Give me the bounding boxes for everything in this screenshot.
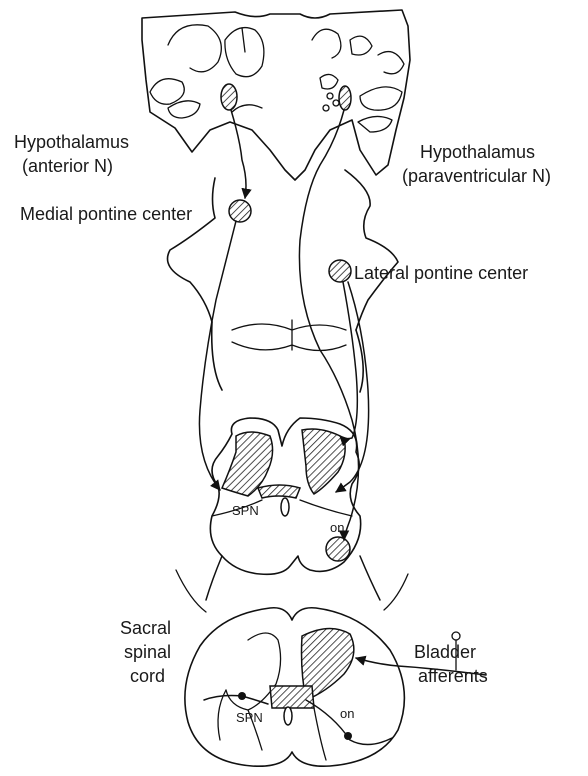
hyp-anterior-label-2: (anterior N) [22, 156, 113, 176]
on-upper-label: on [330, 520, 344, 535]
lower-central-canal [284, 707, 292, 725]
lateral-pontine-center-node [329, 260, 351, 282]
bladder-label-2: afferents [418, 666, 488, 686]
hyp-pv-label-1: Hypothalamus [420, 142, 535, 162]
spn-lower-label: SPN [236, 710, 263, 725]
sacral-spinal-cord-section [185, 608, 405, 766]
sacral-label-2: spinal [124, 642, 171, 662]
brain-section [142, 10, 410, 180]
upper-onuf-nucleus [326, 537, 350, 561]
paraventricular-nucleus [339, 86, 351, 110]
hyp-anterior-label-1: Hypothalamus [14, 132, 129, 152]
bladder-label-1: Bladder [414, 642, 476, 662]
lower-onuf-neuron [344, 732, 352, 740]
lateral-pontine-label: Lateral pontine center [354, 263, 528, 283]
hyp-pv-label-2: (paraventricular N) [402, 166, 551, 186]
on-lower-label: on [340, 706, 354, 721]
medial-pontine-label: Medial pontine center [20, 204, 192, 224]
anterior-hypothalamic-nucleus [221, 84, 237, 110]
lower-spn-neuron [238, 692, 246, 700]
sacral-label-3: cord [130, 666, 165, 686]
medial-pontine-center-node [229, 200, 251, 222]
sacral-label-1: Sacral [120, 618, 171, 638]
spn-upper-label: SPN [232, 503, 259, 518]
upper-central-canal [281, 498, 289, 516]
